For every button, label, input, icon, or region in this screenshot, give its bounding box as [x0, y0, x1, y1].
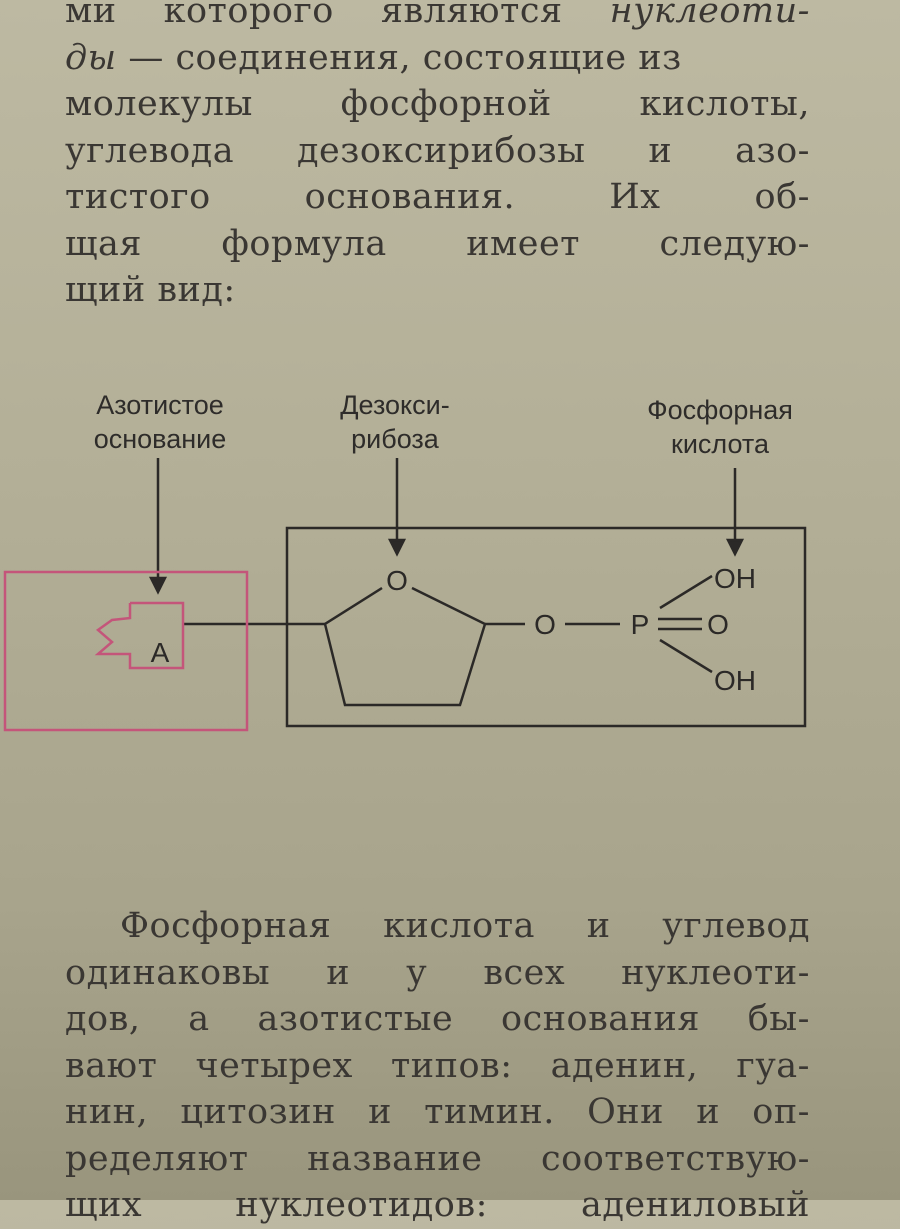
label-line: рибоза: [351, 424, 439, 454]
label-line: кислота: [671, 429, 769, 459]
bond-p-oh-bottom: [659, 638, 713, 674]
oh-top: OH: [714, 563, 756, 594]
text-line: вают четырех типов: аденин, гуа-: [65, 1045, 810, 1086]
base-shape: [94, 601, 185, 670]
arrowhead-acid: [725, 538, 745, 557]
arrowhead-sugar: [387, 538, 407, 557]
text-line: углевода дезоксирибозы и азо-: [65, 130, 810, 171]
text-line: одинаковы и у всех нуклеоти-: [65, 952, 810, 993]
label-line: Фосфорная: [647, 395, 793, 425]
text-line: щая формула имеет следую-: [65, 223, 810, 264]
label-phosphoric-acid: Фосфорная кислота: [600, 393, 840, 461]
text-span: ми которого являются: [65, 0, 563, 31]
text-line: ми которого являются нуклеоти-: [65, 0, 810, 35]
base-box: [3, 570, 249, 732]
text-line: щий вид:: [65, 270, 236, 310]
text-line: Фосфорная кислота и углевод: [120, 906, 810, 946]
oh-bottom: OH: [714, 665, 756, 696]
label-line: Азотистое: [96, 390, 224, 420]
atom-o-ring: O: [386, 565, 408, 596]
atom-o-double: O: [707, 609, 729, 640]
arrowhead-base: [148, 576, 168, 595]
base-letter: A: [151, 637, 170, 668]
text-span: — соединения, состоящие из: [116, 37, 682, 78]
italic-term-end: ды: [65, 37, 117, 78]
nucleotide-diagram: A O O P O OH OH: [3, 458, 807, 732]
label-deoxyribose: Дезокси- рибоза: [290, 388, 500, 456]
acid-sugar-box: [285, 526, 807, 728]
intro-paragraph: ми которого являются нуклеоти- ды — соед…: [65, 0, 810, 314]
atom-p: P: [631, 609, 650, 640]
atom-o-link: O: [534, 609, 556, 640]
text-line: дов, а азотистые основания бы-: [65, 999, 810, 1039]
sugar-ring: [323, 586, 487, 707]
label-line: основание: [93, 424, 227, 454]
bond-p-oh-top: [659, 574, 713, 610]
text-line: щих нуклеотидов: адениловый: [65, 1185, 810, 1225]
text-line: тистого основания. Их об-: [65, 177, 810, 217]
label-nitrogenous-base: Азотистое основание: [40, 388, 280, 456]
label-line: Дезокси-: [340, 390, 450, 420]
text-line: ды — соединения, состоящие из: [65, 35, 810, 82]
text-line: нин, цитозин и тимин. Они и оп-: [65, 1092, 810, 1132]
italic-term: нуклеоти-: [609, 0, 810, 31]
text-line: молекулы фосфорной кислоты,: [65, 84, 810, 124]
text-line: ределяют название соответствую-: [65, 1138, 810, 1179]
bases-paragraph: Фосфорная кислота и углевод одинаковы и …: [65, 903, 810, 1229]
